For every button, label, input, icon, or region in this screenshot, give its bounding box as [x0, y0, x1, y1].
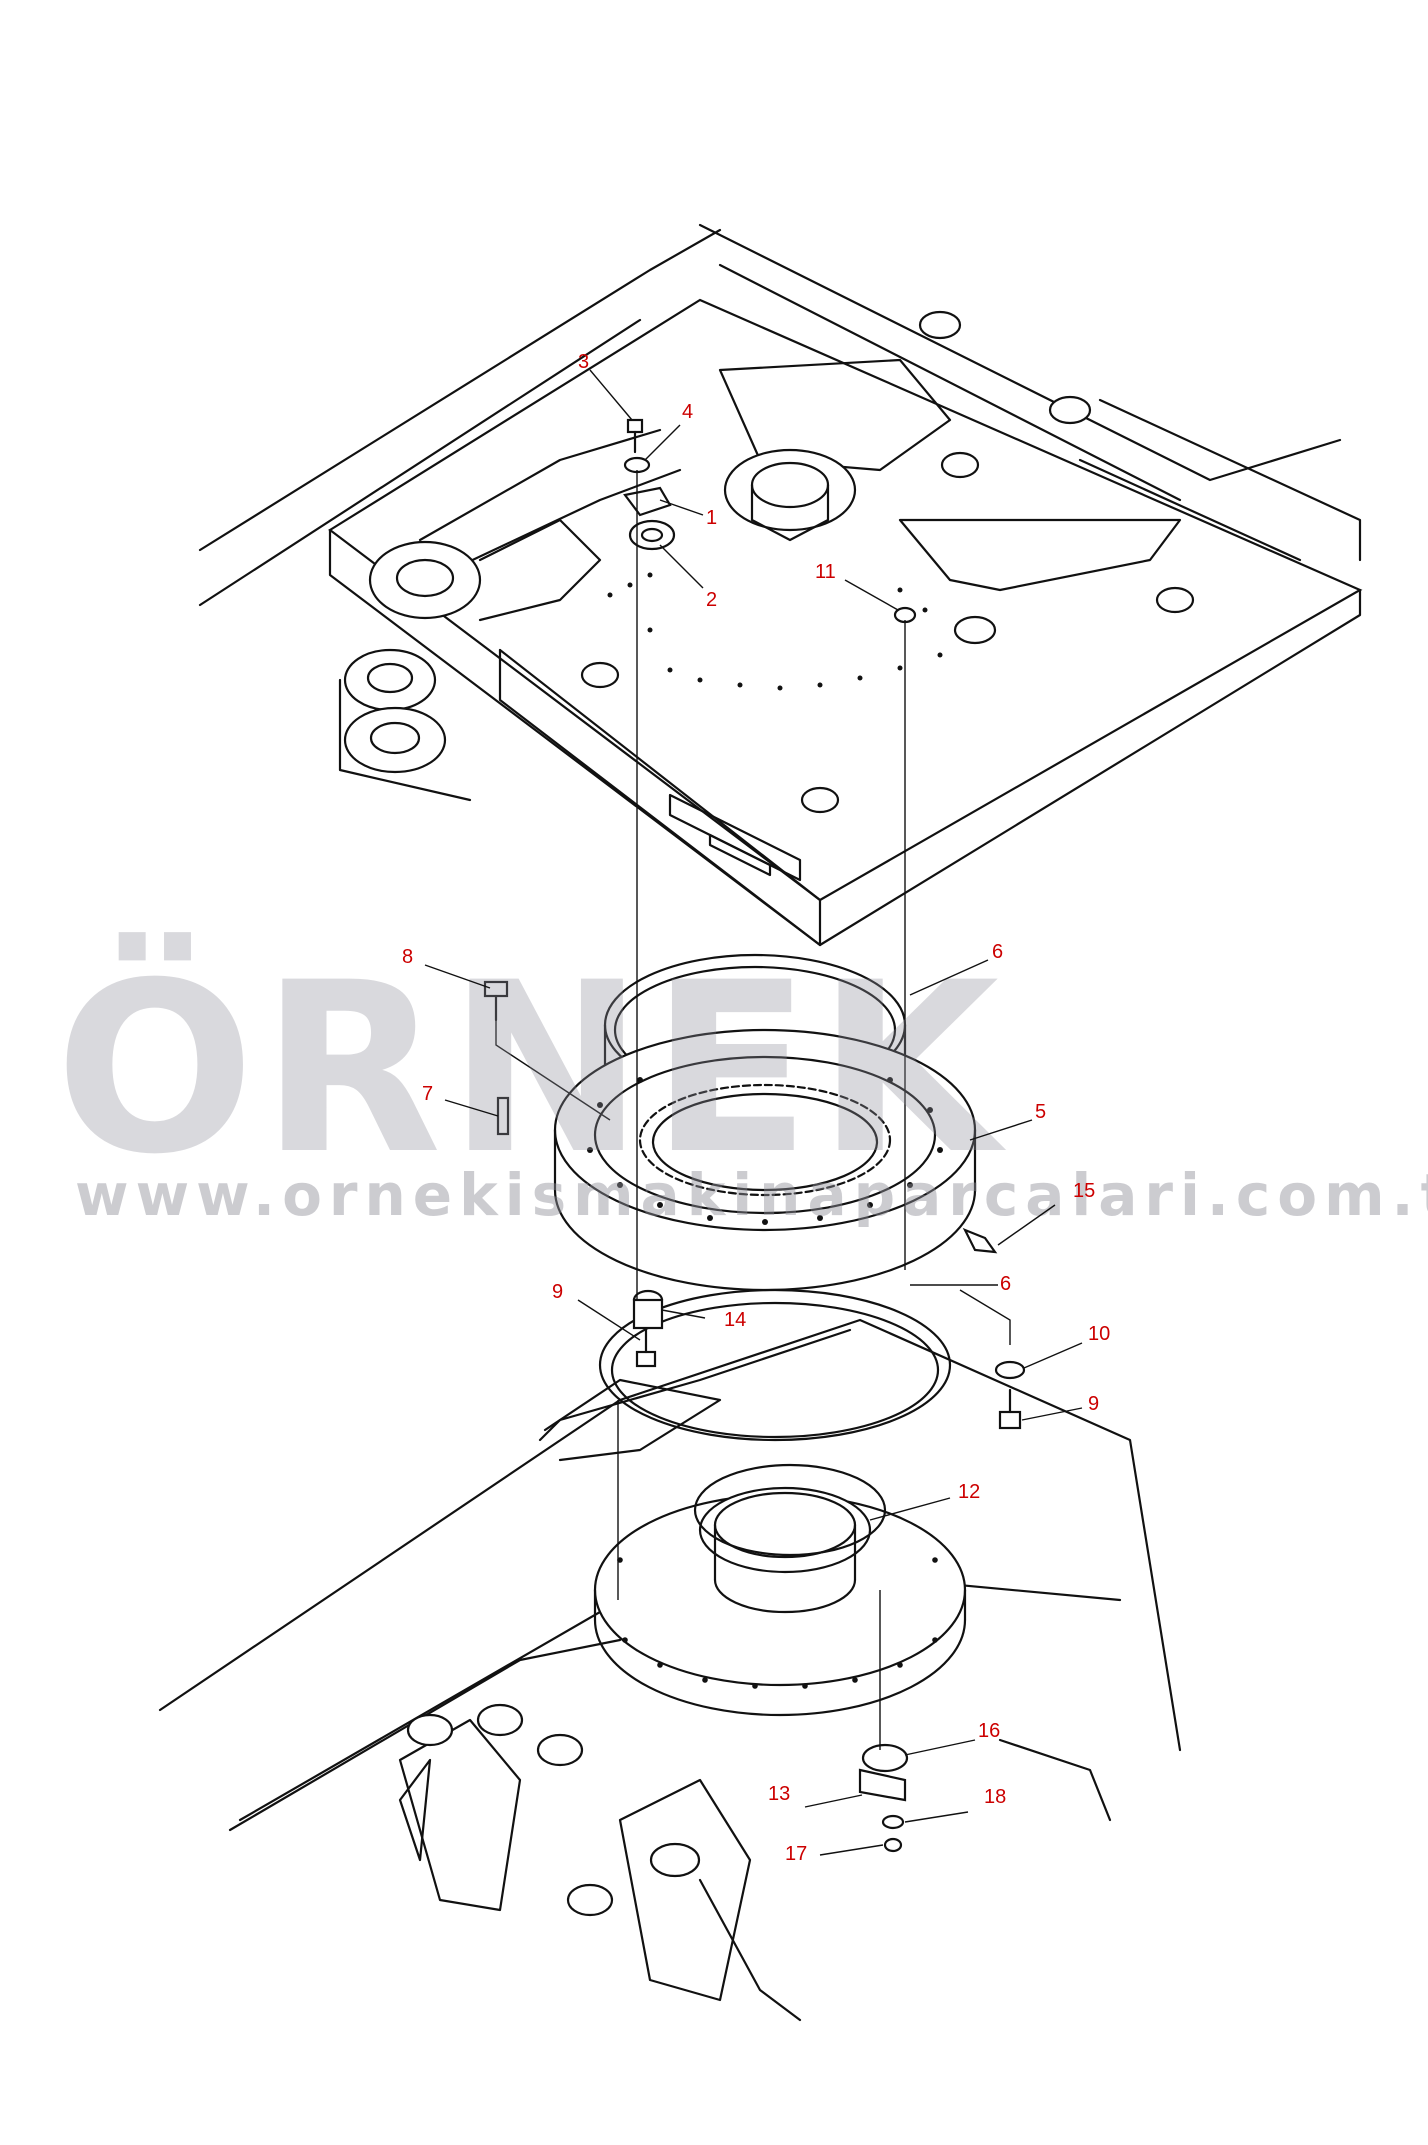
callout-18: 18 — [984, 1786, 1006, 1808]
callout-6-upper: 6 — [992, 941, 1003, 963]
callout-16: 16 — [978, 1720, 1000, 1742]
callout-8: 8 — [402, 946, 413, 968]
callout-6-lower: 6 — [1000, 1273, 1011, 1295]
callout-labels: 3 4 1 2 11 6 5 8 7 15 6 9 14 10 9 12 16 … — [402, 351, 1110, 1865]
callout-9-right: 9 — [1088, 1393, 1099, 1415]
callout-11: 11 — [815, 561, 836, 583]
frame-bolt-holes — [607, 572, 943, 691]
callout-10: 10 — [1088, 1323, 1110, 1345]
callout-1: 1 — [706, 507, 717, 529]
watermark-url: www.ornekismakinaparcalari.com.tr — [75, 1161, 1428, 1229]
watermark: ÖRNEK www.ornekismakinaparcalari.com.tr — [55, 931, 1428, 1229]
callout-13: 13 — [768, 1783, 790, 1805]
callout-15: 15 — [1073, 1180, 1095, 1202]
callout-9-left: 9 — [552, 1281, 563, 1303]
callout-12: 12 — [958, 1481, 980, 1503]
callout-4: 4 — [682, 401, 693, 423]
alignment-lines — [495, 470, 1011, 1750]
seal-ring-lower — [598, 1288, 952, 1442]
turntable-bolt-holes — [617, 1557, 938, 1689]
callout-5: 5 — [1035, 1101, 1046, 1123]
callout-leaders — [424, 369, 1083, 1856]
watermark-text: ÖRNEK — [55, 931, 1007, 1206]
callout-7: 7 — [422, 1083, 433, 1105]
callout-3: 3 — [578, 351, 589, 373]
upper-revolving-frame — [198, 223, 1363, 947]
undercarriage-frame — [158, 1318, 1182, 2022]
bearing-bolt-holes — [587, 1077, 943, 1225]
callout-17: 17 — [785, 1843, 807, 1865]
callout-2: 2 — [706, 589, 717, 611]
small-parts — [483, 418, 1026, 1853]
callout-14: 14 — [724, 1309, 746, 1331]
